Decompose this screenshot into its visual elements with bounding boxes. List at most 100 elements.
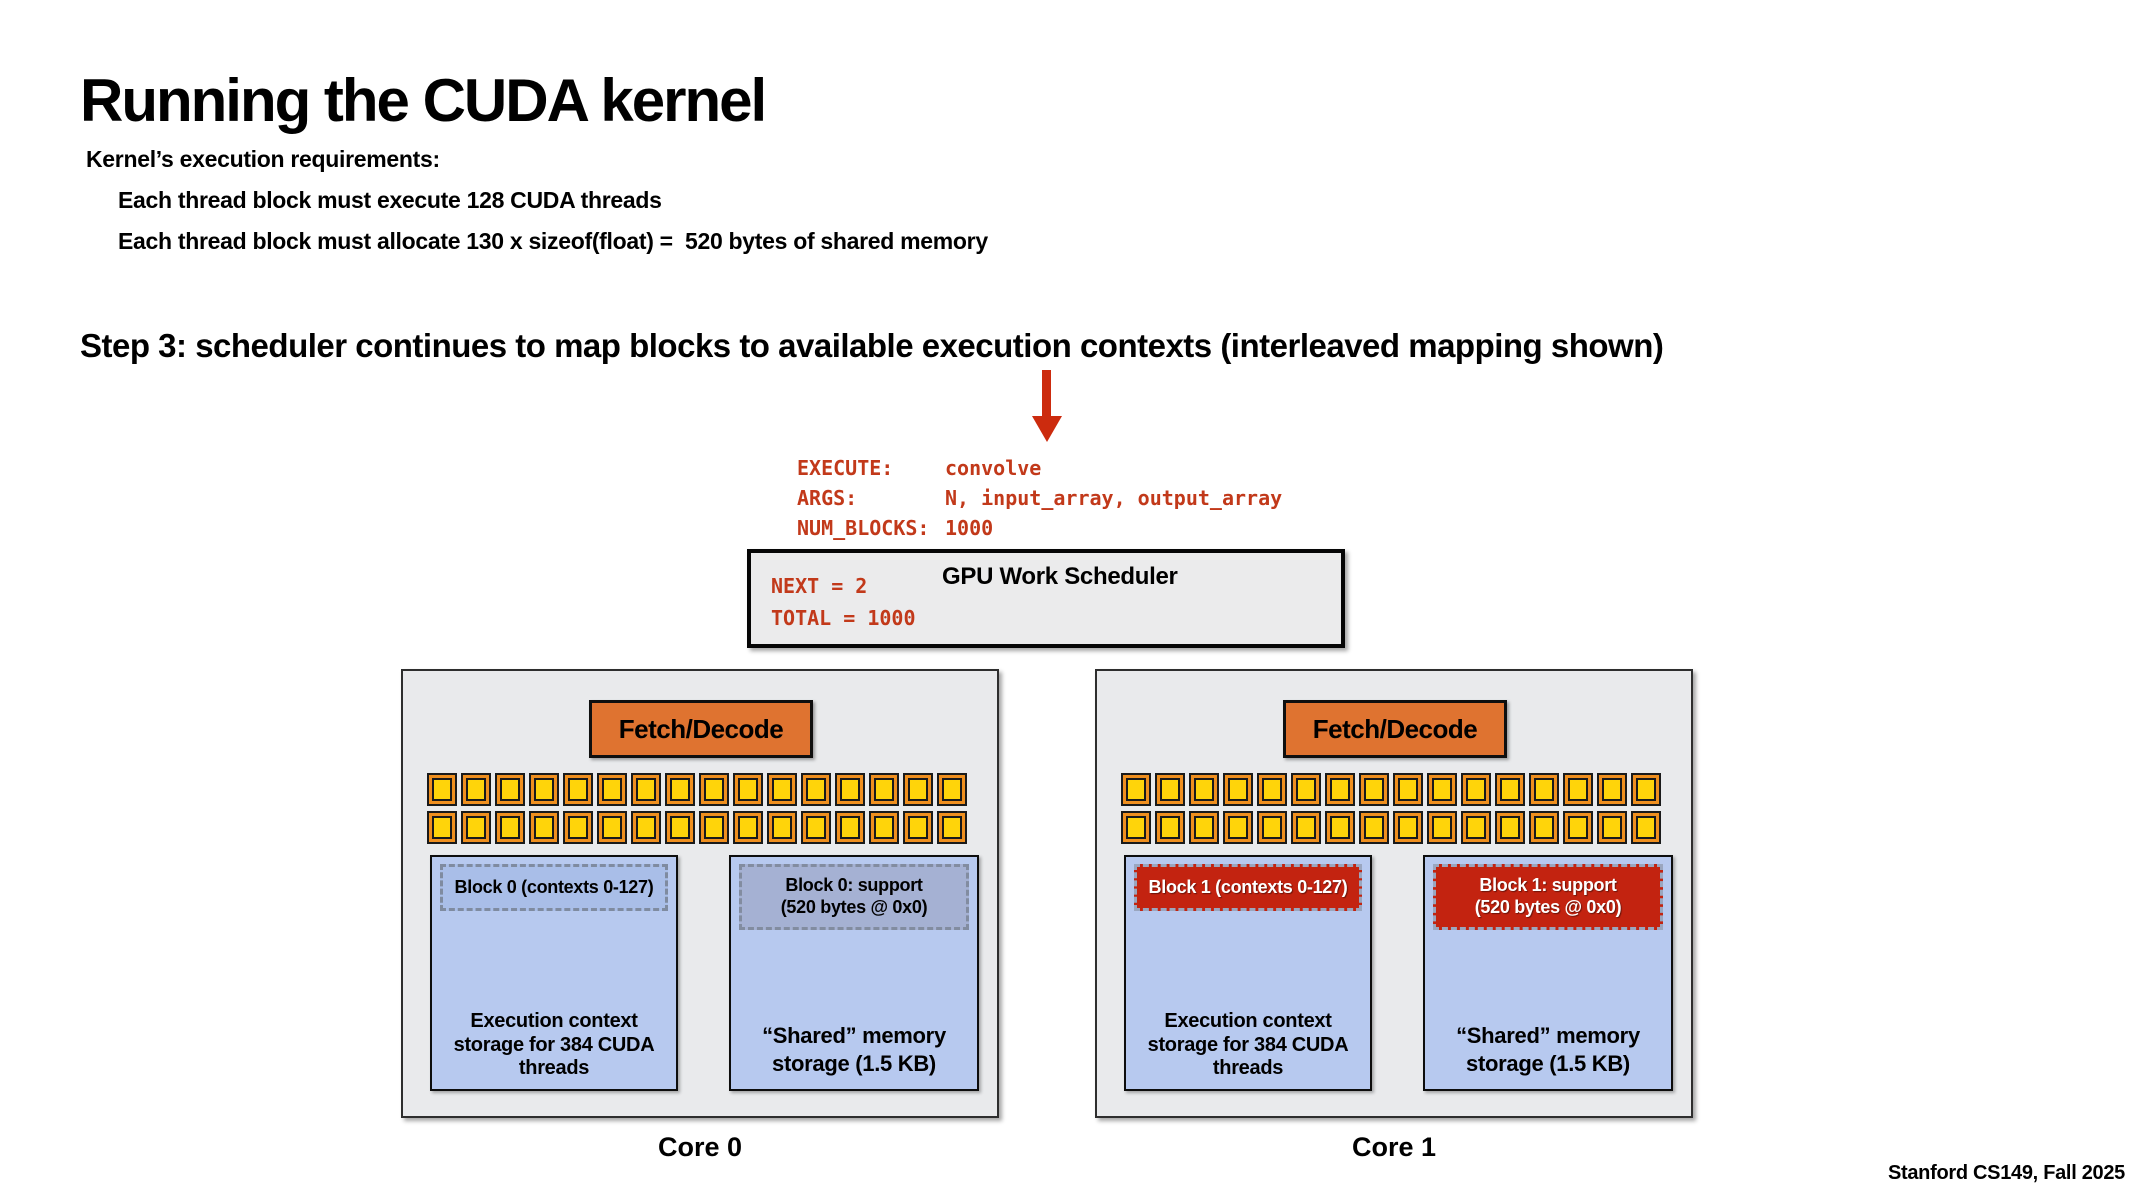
alu-unit-inner: [1602, 778, 1622, 801]
alu-unit-inner: [908, 816, 928, 839]
alu-unit-icon: [597, 811, 627, 844]
alu-unit-inner: [1432, 778, 1452, 801]
alu-grid: [427, 773, 985, 844]
launch-label: ARGS:: [797, 486, 858, 510]
alu-unit-icon: [1393, 773, 1423, 806]
alu-unit-inner: [1262, 816, 1282, 839]
launch-label: EXECUTE:: [797, 456, 894, 480]
alu-unit-inner: [1432, 816, 1452, 839]
alu-unit-icon: [1121, 811, 1151, 844]
fetch-decode-unit: Fetch/Decode: [1283, 700, 1507, 758]
alu-unit-icon: [597, 773, 627, 806]
alu-unit-inner: [432, 816, 452, 839]
alu-unit-inner: [840, 816, 860, 839]
alu-unit-inner: [1500, 778, 1520, 801]
block-support-line: Block 0: support: [785, 875, 923, 896]
alu-unit-icon: [1495, 773, 1525, 806]
alu-unit-icon: [903, 811, 933, 844]
alu-unit-icon: [1223, 811, 1253, 844]
alu-unit-icon: [529, 811, 559, 844]
alu-unit-icon: [1257, 773, 1287, 806]
alu-unit-icon: [427, 773, 457, 806]
alu-unit-icon: [1291, 773, 1321, 806]
alu-unit-icon: [461, 811, 491, 844]
block-support-line: (520 bytes @ 0x0): [780, 897, 928, 917]
alu-unit-inner: [1228, 816, 1248, 839]
alu-unit-icon: [1529, 811, 1559, 844]
alu-unit-inner: [1568, 816, 1588, 839]
alu-unit-inner: [1160, 816, 1180, 839]
alu-unit-icon: [1291, 811, 1321, 844]
alu-unit-icon: [495, 811, 525, 844]
alu-unit-inner: [568, 816, 588, 839]
alu-unit-inner: [534, 778, 554, 801]
alu-grid: [1121, 773, 1679, 844]
launch-row: NUM_BLOCKS: 1000: [797, 513, 1282, 543]
alu-unit-icon: [937, 773, 967, 806]
alu-unit-inner: [568, 778, 588, 801]
down-arrow-icon: [1042, 370, 1051, 416]
alu-unit-inner: [1364, 816, 1384, 839]
alu-unit-icon: [1393, 811, 1423, 844]
alu-unit-inner: [1636, 816, 1656, 839]
kernel-launch-params: EXECUTE:convolve ARGS: N, input_array, ou…: [797, 453, 1282, 543]
storage-label-line: threads: [1212, 1057, 1284, 1080]
core-1-box: Fetch/Decode Block 1 (contexts 0-127) Ex…: [1095, 669, 1693, 1118]
alu-unit-inner: [602, 778, 622, 801]
alu-unit-icon: [563, 811, 593, 844]
alu-unit-icon: [461, 773, 491, 806]
storage-label-line: storage for 384 CUDA: [453, 1033, 655, 1056]
launch-label: NUM_BLOCKS:: [797, 516, 930, 540]
alu-unit-icon: [1189, 811, 1219, 844]
alu-unit-inner: [432, 778, 452, 801]
alu-unit-icon: [1257, 811, 1287, 844]
block-support-chip: Block 0: support (520 bytes @ 0x0): [739, 864, 969, 930]
alu-unit-icon: [1461, 773, 1491, 806]
alu-unit-icon: [699, 811, 729, 844]
execution-context-storage: Block 1 (contexts 0-127) Execution conte…: [1124, 855, 1372, 1091]
alu-unit-inner: [772, 816, 792, 839]
requirement-item: Each thread block must execute 128 CUDA …: [118, 187, 662, 213]
alu-unit-inner: [908, 778, 928, 801]
alu-unit-icon: [903, 773, 933, 806]
alu-unit-icon: [835, 811, 865, 844]
alu-unit-icon: [1631, 773, 1661, 806]
launch-value: N, input_array, output_array: [945, 486, 1283, 510]
fetch-decode-unit: Fetch/Decode: [589, 700, 813, 758]
alu-unit-inner: [1160, 778, 1180, 801]
alu-unit-icon: [1359, 773, 1389, 806]
alu-unit-icon: [801, 811, 831, 844]
requirement-item: Each thread block must allocate 130 x si…: [118, 228, 988, 254]
storage-label: Execution context storage for 384 CUDA t…: [432, 1010, 676, 1081]
alu-unit-icon: [767, 773, 797, 806]
block-support-line: (520 bytes @ 0x0): [1474, 897, 1622, 917]
alu-unit-inner: [1500, 816, 1520, 839]
alu-unit-icon: [427, 811, 457, 844]
alu-unit-icon: [495, 773, 525, 806]
alu-unit-inner: [1296, 816, 1316, 839]
alu-unit-icon: [1223, 773, 1253, 806]
storage-label-line: storage for 384 CUDA: [1147, 1033, 1349, 1056]
alu-unit-icon: [1121, 773, 1151, 806]
alu-unit-inner: [738, 778, 758, 801]
alu-unit-icon: [1495, 811, 1525, 844]
alu-unit-icon: [1427, 773, 1457, 806]
alu-unit-icon: [1529, 773, 1559, 806]
alu-unit-inner: [1568, 778, 1588, 801]
launch-value: 1000: [945, 516, 994, 540]
alu-unit-inner: [1466, 778, 1486, 801]
launch-row: ARGS: N, input_array, output_array: [797, 483, 1282, 513]
scheduler-title: GPU Work Scheduler: [942, 563, 1178, 590]
alu-unit-inner: [772, 778, 792, 801]
launch-row: EXECUTE:convolve: [797, 453, 1282, 483]
alu-unit-icon: [699, 773, 729, 806]
alu-unit-inner: [1194, 816, 1214, 839]
alu-unit-icon: [1325, 773, 1355, 806]
alu-unit-inner: [602, 816, 622, 839]
storage-label-line: Execution context: [1164, 1010, 1332, 1033]
step-heading: Step 3: scheduler continues to map block…: [80, 327, 1664, 365]
alu-unit-inner: [1126, 778, 1146, 801]
alu-unit-inner: [670, 778, 690, 801]
alu-unit-inner: [1398, 816, 1418, 839]
alu-unit-icon: [1563, 811, 1593, 844]
